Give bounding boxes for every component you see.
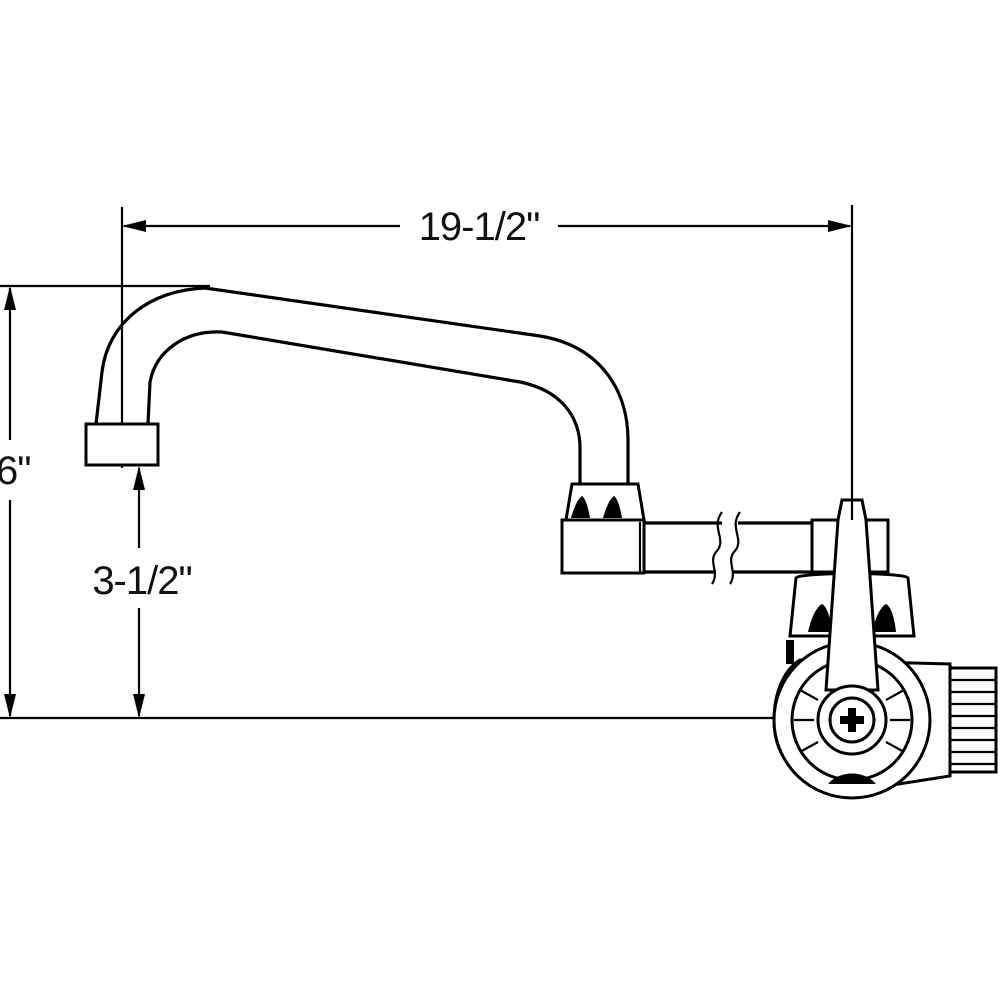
swivel-nut-notch: [603, 496, 622, 518]
pipe-break-right: [729, 511, 741, 585]
valve-body: [772, 498, 998, 800]
reach-arrow-right: [828, 220, 852, 232]
pipe-break-left: [711, 511, 723, 585]
height-arrow-bottom: [4, 694, 16, 718]
height-arrow-top: [4, 286, 16, 310]
spout-outer-edge: [94, 286, 630, 483]
clearance-arrow-top: [133, 466, 145, 490]
extension-pipe: [644, 511, 812, 585]
reach-dimension-label: 19-1/2": [419, 205, 540, 249]
bonnet-notch: [872, 604, 896, 632]
swivel-nut-base: [560, 518, 646, 575]
height-dimension-label: 6": [0, 449, 30, 493]
swivel-nut-notch: [571, 496, 590, 518]
clearance-dimension-label: 3-1/2": [92, 559, 191, 603]
spout-outlet-nozzle: [84, 422, 160, 467]
inlet-thread: [948, 666, 998, 774]
handle-dial-grooves: [794, 689, 910, 784]
valve-stop: [786, 640, 794, 664]
swivel-nut: [560, 482, 646, 575]
inlet-thread-ridges: [950, 678, 996, 766]
phillips-cross-icon: [840, 708, 864, 732]
reach-arrow-left: [122, 220, 146, 232]
spout: [84, 286, 630, 483]
spout-inner-edge: [146, 330, 582, 483]
clearance-arrow-bottom: [133, 694, 145, 718]
lever-handle[interactable]: [824, 498, 880, 692]
bonnet-notch: [808, 604, 832, 632]
dimension-lines: [0, 205, 854, 720]
